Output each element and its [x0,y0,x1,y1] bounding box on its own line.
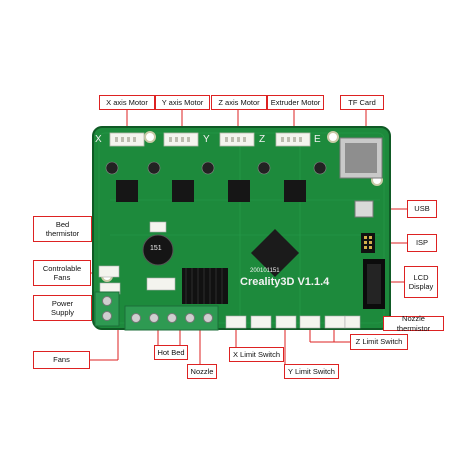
axis-letter-y: Y [203,134,210,145]
isp-header [361,233,375,253]
mcu-chip [250,228,300,278]
lcd-header [363,259,385,309]
label-nozzle-thermistor: Nozzle thermistor [383,314,444,333]
label-power-supply: Power Supply [33,295,92,321]
axis-letter-e: E [314,134,321,145]
output-terminals [124,305,219,331]
stepper-drivers [105,161,327,202]
label-usb: USB [407,200,437,218]
label-lcd-display: LCD Display [404,266,438,298]
axis-letter-x: X [95,134,102,145]
label-nozzle: Nozzle [187,364,217,379]
label-z-axis-motor: Z axis Motor [211,95,267,110]
label-y-limit-switch: Y Limit Switch [284,364,339,379]
label-hot-bed: Hot Bed [154,345,188,360]
label-bed-thermistor: Bed thermistor [33,216,92,242]
label-z-limit-switch: Z Limit Switch [350,334,408,350]
label-controllable-fans: Controlable Fans [33,260,91,286]
label-extruder-motor: Extruder Motor [267,95,324,110]
label-tf-card: TF Card [340,95,384,110]
tf-card-slot [339,137,383,179]
limit-switch-connectors [225,315,361,329]
heatsink [182,268,228,304]
inductor-marking: 151 [150,245,162,252]
axis-letter-z: Z [259,134,266,145]
label-isp: ISP [407,234,437,252]
usb-port [354,200,374,218]
board-brand: Creality3D V1.1.4 [240,276,330,288]
label-y-axis-motor: Y axis Motor [155,95,210,110]
label-x-axis-motor: X axis Motor [99,95,155,110]
label-x-limit-switch: X Limit Switch [229,347,284,362]
label-fans: Fans [33,351,90,369]
date-code: 200101151 [250,268,280,274]
inductor [142,234,174,266]
bed-thermistor-connector [149,221,167,233]
power-terminal [94,291,120,327]
